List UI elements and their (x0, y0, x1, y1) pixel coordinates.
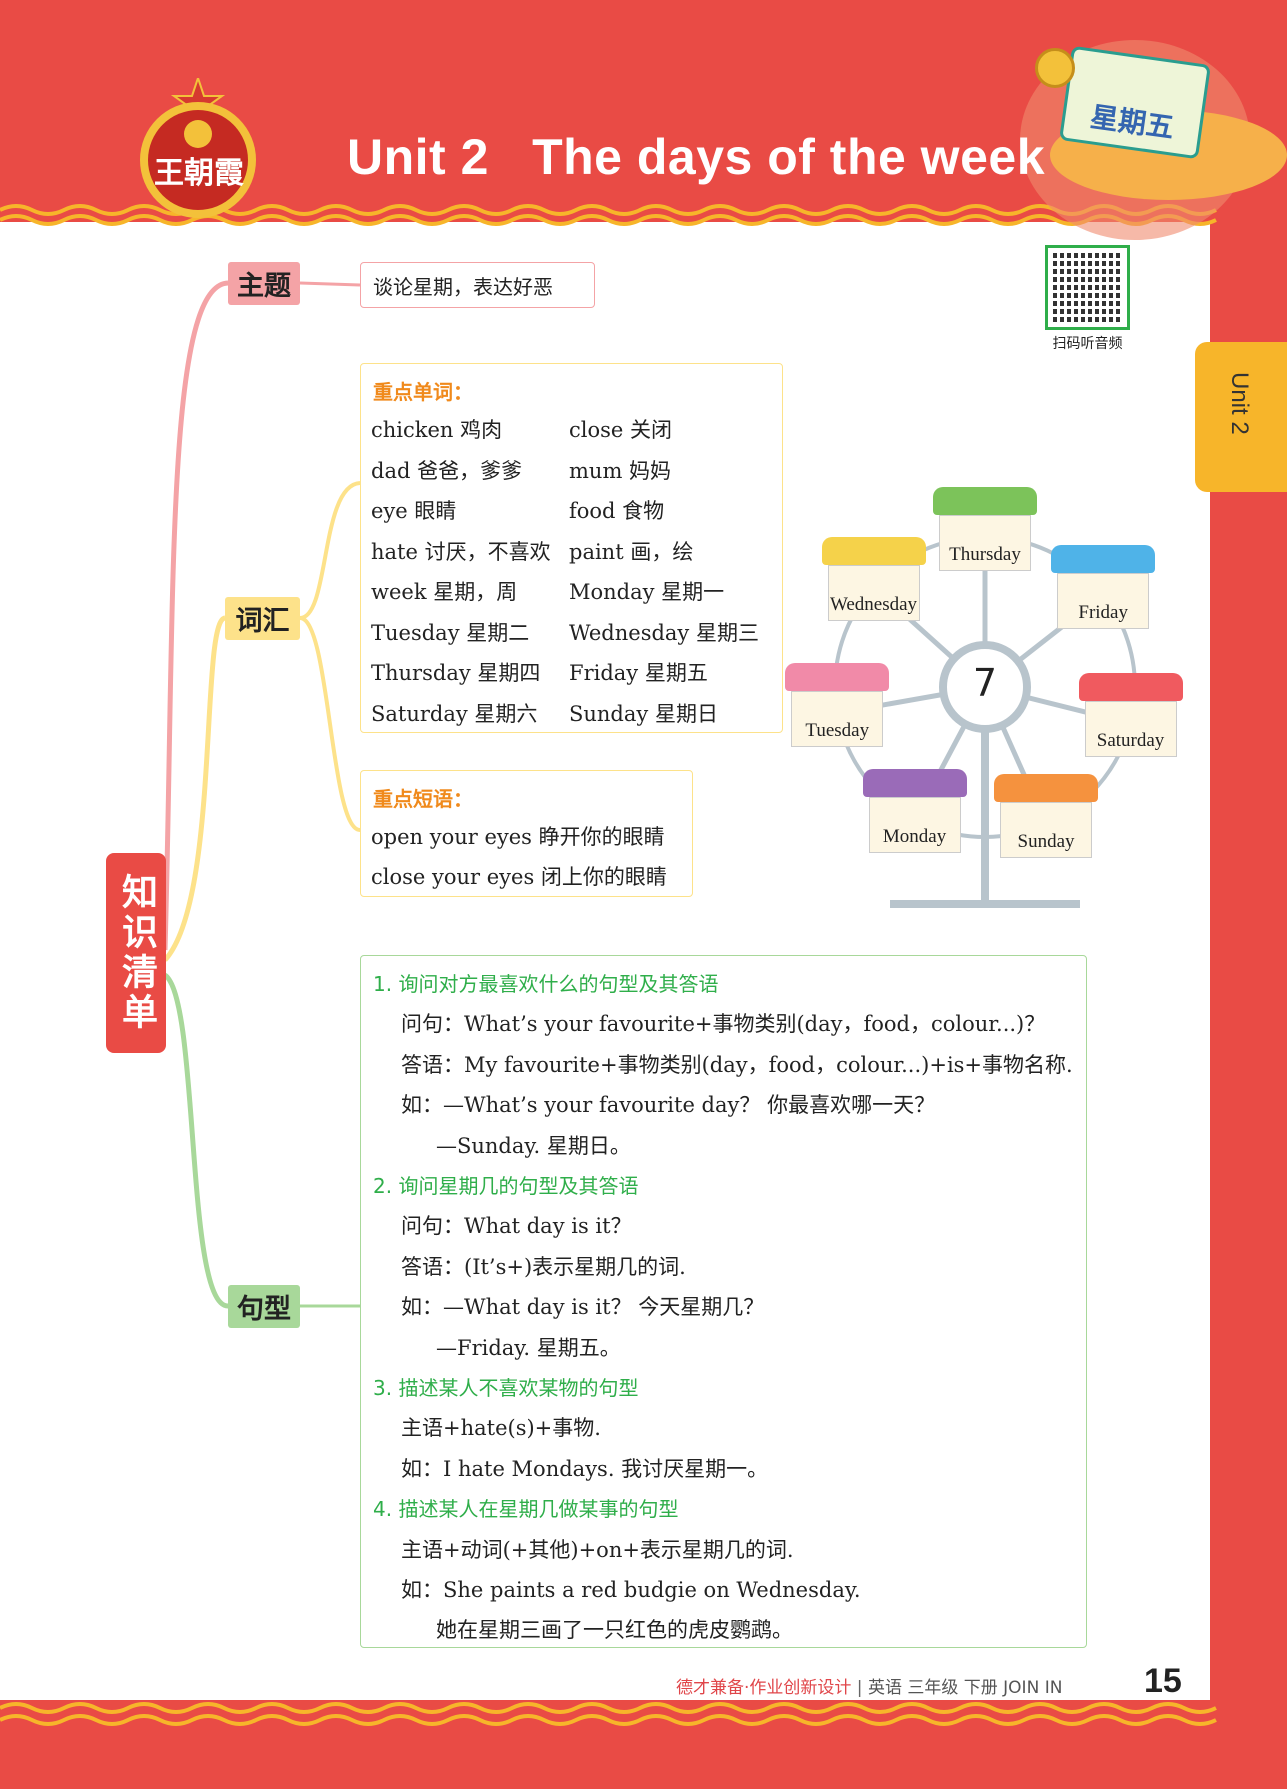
word-item: hate 讨厌，不喜欢 (371, 539, 551, 564)
word-item: chicken 鸡肉 (371, 418, 503, 442)
pattern-heading: 2. 询问星期几的句型及其答语 (373, 1174, 639, 1198)
word-item: Sunday 星期日 (569, 701, 718, 726)
key-phrases-box: 重点短语： open your eyes 睁开你的眼睛 close your e… (360, 770, 693, 897)
pattern-heading: 4. 描述某人在星期几做某事的句型 (373, 1497, 679, 1522)
megaphone-icon (1035, 48, 1075, 88)
pattern-line: 如：She paints a red budgie on Wednesday. (401, 1578, 861, 1602)
wheel-cabin: Tuesday (785, 663, 890, 753)
pattern-line: 主语+动词(+其他)+on+表示星期几的词. (401, 1537, 794, 1562)
topic-box: 谈论星期，表达好恶 (360, 262, 595, 308)
cabin-label: Saturday (1096, 730, 1165, 752)
cabin-label: Friday (1078, 601, 1128, 623)
mindmap-root: 知识清单 (106, 853, 166, 1053)
qr-caption: 扫码听音频 (1052, 336, 1123, 352)
word-item: eye 眼睛 (371, 499, 457, 523)
wheel-cabin: Monday (862, 769, 967, 859)
unit-side-tab[interactable]: Unit 2 (1195, 342, 1287, 492)
word-item: Monday 星期一 (569, 580, 725, 604)
cabin-label: Thursday (949, 544, 1021, 565)
qr-code[interactable] (1045, 245, 1130, 330)
word-item: Wednesday 星期三 (569, 620, 759, 645)
word-item: Friday 星期五 (569, 661, 708, 685)
pattern-line: 如：—What’s your favourite day？ 你最喜欢哪一天？ (401, 1093, 936, 1118)
cabin-label: Monday (882, 826, 947, 848)
page-number: 15 (1144, 1662, 1182, 1700)
phrase-item: close your eyes 闭上你的眼睛 (371, 865, 667, 889)
footer: 德才兼备·作业创新设计 | 英语 三年级 下册 JOIN IN (676, 1678, 1063, 1698)
pattern-line: —Sunday. 星期日。 (436, 1133, 631, 1158)
word-item: Saturday 星期六 (371, 701, 538, 726)
cabin-label: Tuesday (805, 720, 870, 742)
key-words-box: 重点单词： chicken 鸡肉 close 关闭 dad 爸爸，爹爹 mum 妈妈 e… (360, 363, 783, 733)
key-phrases-title: 重点短语： (373, 787, 473, 811)
wheel-cabin: Wednesday (821, 536, 926, 627)
wheel-frame (833, 535, 1137, 908)
wheel-cabin: Sunday (994, 774, 1098, 864)
word-item: mum 妈妈 (569, 458, 672, 483)
page-title: Unit 2 The days of the week (347, 129, 1045, 185)
word-item: dad 爸爸，爹爹 (371, 458, 523, 483)
word-item: paint 画，绘 (569, 539, 694, 564)
sentence-patterns-box: 1. 询问对方最喜欢什么的句型及其答语问句：What’s your favour… (360, 955, 1087, 1648)
key-words-title: 重点单词： (373, 380, 473, 404)
wheel-center-number: 7 (972, 661, 998, 705)
cabin-label: Wednesday (829, 593, 918, 615)
pattern-heading: 1. 询问对方最喜欢什么的句型及其答语 (373, 972, 719, 996)
cabin-label: Sunday (1017, 831, 1075, 853)
wheel-cabin: Friday (1051, 544, 1156, 635)
pattern-line: —Friday. 星期五。 (436, 1335, 621, 1360)
pattern-line: 如：—What day is it？ 今天星期几？ (401, 1295, 765, 1320)
word-item: week 星期，周 (371, 580, 518, 604)
pattern-line: 问句：What day is it？ (401, 1214, 632, 1239)
topic-label: 主题 (228, 262, 300, 305)
word-item: food 食物 (569, 499, 665, 523)
pattern-line: 她在星期三画了一只红色的虎皮鹦鹉。 (436, 1618, 793, 1643)
phrase-item: open your eyes 睁开你的眼睛 (371, 825, 665, 849)
pattern-heading: 3. 描述某人不喜欢某物的句型 (373, 1376, 639, 1400)
pattern-line: 如：I hate Mondays. 我讨厌星期一。 (401, 1456, 769, 1481)
word-item: Tuesday 星期二 (371, 620, 530, 645)
bottom-wave-border (0, 1702, 1217, 1726)
pattern-line: 答语：My favourite+事物类别(day，food，colour...)… (401, 1052, 1073, 1077)
pattern-line: 答语：(It’s+)表示星期几的词. (401, 1254, 686, 1279)
wheel-cabin: Saturday (1078, 673, 1183, 763)
sentences-label: 句型 (228, 1285, 300, 1328)
pattern-line: 问句：What’s your favourite+事物类别(day，food，c… (401, 1012, 1046, 1037)
pattern-line: 主语+hate(s)+事物. (401, 1416, 601, 1441)
word-item: Thursday 星期四 (371, 661, 541, 685)
wheel-cabin: Thursday (933, 487, 1037, 577)
word-item: close 关闭 (569, 418, 673, 442)
publisher-logo: 王朝霞 (132, 74, 264, 218)
vocab-label: 词汇 (225, 597, 300, 640)
